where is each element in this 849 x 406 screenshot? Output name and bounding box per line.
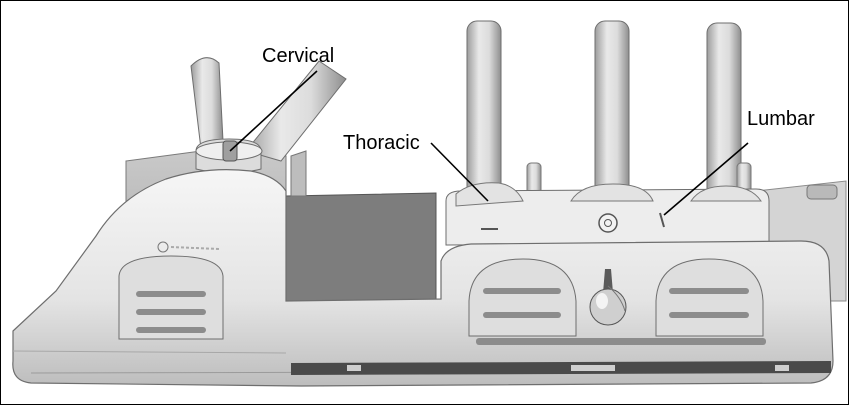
thoracic-label: Thoracic bbox=[343, 133, 420, 153]
upper-rail bbox=[446, 183, 769, 245]
lumbar-label: Lumbar bbox=[747, 109, 815, 129]
cervical-label: Cervical bbox=[262, 46, 334, 66]
vertical-posts bbox=[467, 21, 751, 201]
